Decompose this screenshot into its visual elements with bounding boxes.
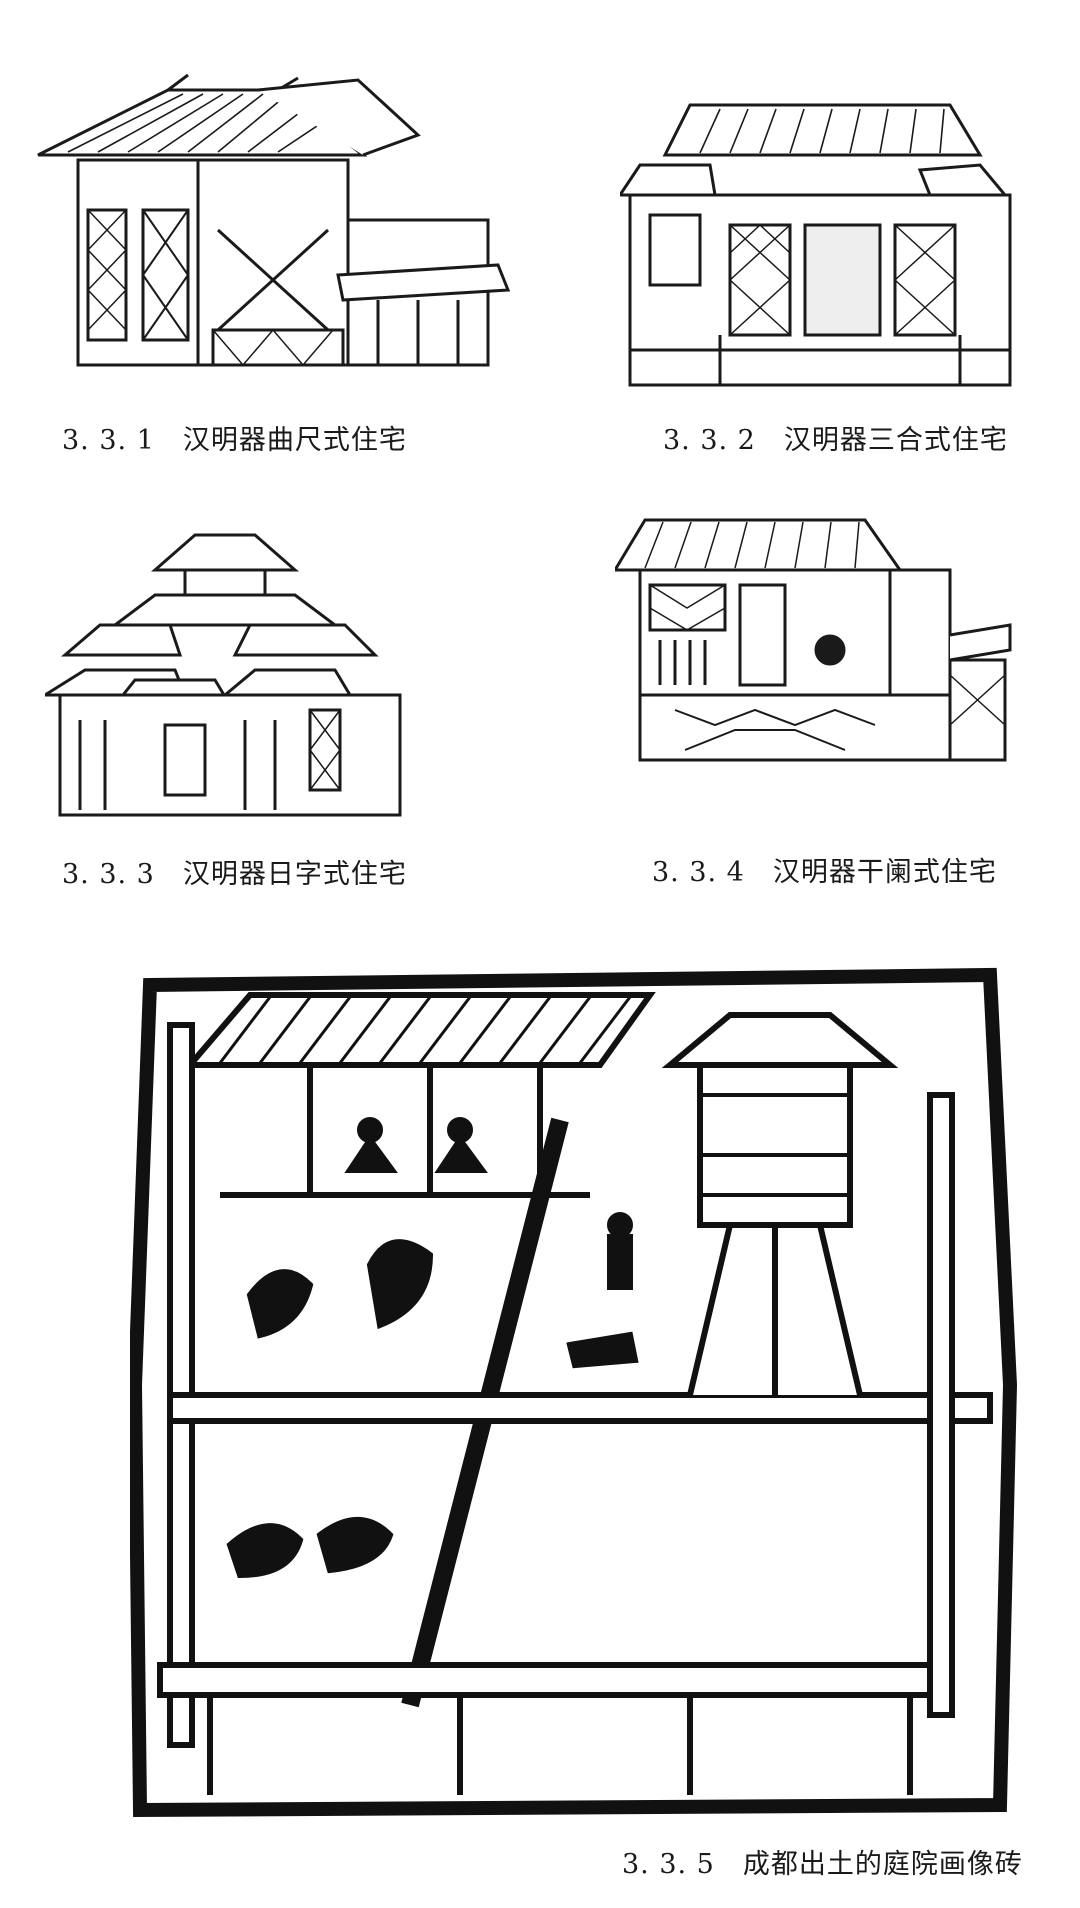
- figure-number: 3. 3. 1: [62, 425, 155, 456]
- figure-3-3-5-caption: 3. 3. 5 成都出土的庭院画像砖: [622, 1842, 1023, 1881]
- figure-title: 汉明器曲尺式住宅: [182, 425, 407, 456]
- figure-3-3-1-caption: 3. 3. 1 汉明器曲尺式住宅: [62, 418, 407, 457]
- figure-3-3-3-caption: 3. 3. 3 汉明器日字式住宅: [62, 852, 407, 891]
- figure-number: 3. 3. 3: [62, 859, 155, 890]
- figure-number: 3. 3. 5: [622, 1849, 715, 1880]
- figure-3-3-5-illustration: [130, 965, 1020, 1820]
- figure-3-3-1-illustration: [28, 60, 588, 410]
- figure-3-3-3-illustration: [45, 530, 435, 830]
- figure-title: 汉明器日字式住宅: [182, 859, 407, 890]
- figure-title: 汉明器三合式住宅: [783, 425, 1008, 456]
- figure-3-3-4-caption: 3. 3. 4 汉明器干阑式住宅: [652, 850, 997, 889]
- figure-3-3-4-illustration: [615, 510, 1015, 830]
- figure-number: 3. 3. 4: [652, 857, 745, 888]
- figure-number: 3. 3. 2: [663, 425, 756, 456]
- figure-title: 汉明器干阑式住宅: [772, 857, 997, 888]
- figure-title: 成都出土的庭院画像砖: [742, 1849, 1023, 1880]
- figure-3-3-2-caption: 3. 3. 2 汉明器三合式住宅: [663, 418, 1008, 457]
- figure-3-3-2-illustration: [620, 95, 1050, 395]
